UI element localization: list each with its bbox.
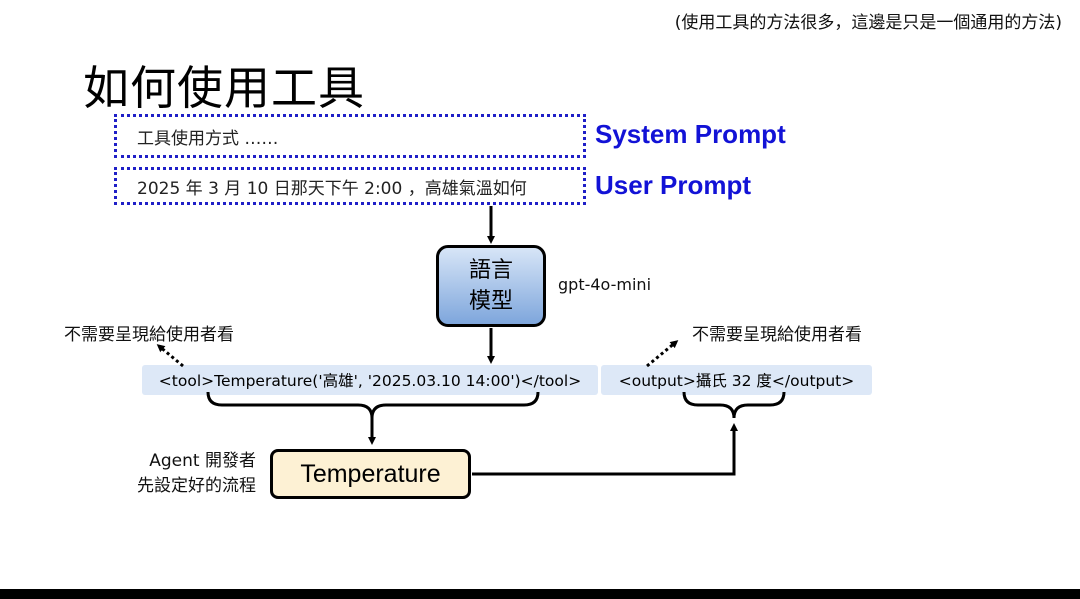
hidden-from-user-note-right: 不需要呈現給使用者看 [692,325,862,345]
tool-result-output: <output>攝氏 32 度</output> [601,365,872,395]
system-prompt-label: System Prompt [595,119,786,149]
language-model-label-line2: 模型 [468,289,513,314]
tool-call-output: <tool>Temperature('高雄', '2025.03.10 14:0… [142,365,598,395]
user-prompt-text: 2025 年 3 月 10 日那天下午 2:00 ，高雄氣溫如何 [137,178,527,199]
agent-developer-note: Agent 開發者 先設定好的流程 [100,449,256,499]
bottom-bar [0,589,1080,599]
agent-note-line1: Agent 開發者 [149,451,256,471]
user-prompt-box: 2025 年 3 月 10 日那天下午 2:00 ，高雄氣溫如何 [114,167,586,205]
dotted-arrow-right [646,340,679,368]
language-model-box: 語言 模型 [436,245,546,327]
agent-note-line2: 先設定好的流程 [137,476,256,496]
user-prompt-label: User Prompt [595,170,752,200]
model-name: gpt-4o-mini [558,275,652,294]
tool-result-text: <output>攝氏 32 度</output> [618,372,855,390]
temperature-tool-box: Temperature [270,449,471,499]
language-model-label-line1: 語言 [468,258,513,283]
tool-call-text: <tool>Temperature('高雄', '2025.03.10 14:0… [158,372,582,390]
brace-tool-call [206,391,540,419]
brace-tool-output [682,391,786,419]
slide-title: 如何使用工具 [83,61,365,115]
hidden-from-user-note-left: 不需要呈現給使用者看 [64,325,234,345]
slide-note: (使用工具的方法很多，這邊是只是一個通用的方法) [674,13,1062,33]
dotted-arrow-left [156,344,184,368]
temperature-tool-label: Temperature [300,459,441,488]
system-prompt-box: 工具使用方式 …… [114,114,586,158]
arrow-temperature-to-output [472,423,738,476]
system-prompt-text: 工具使用方式 …… [137,128,279,149]
